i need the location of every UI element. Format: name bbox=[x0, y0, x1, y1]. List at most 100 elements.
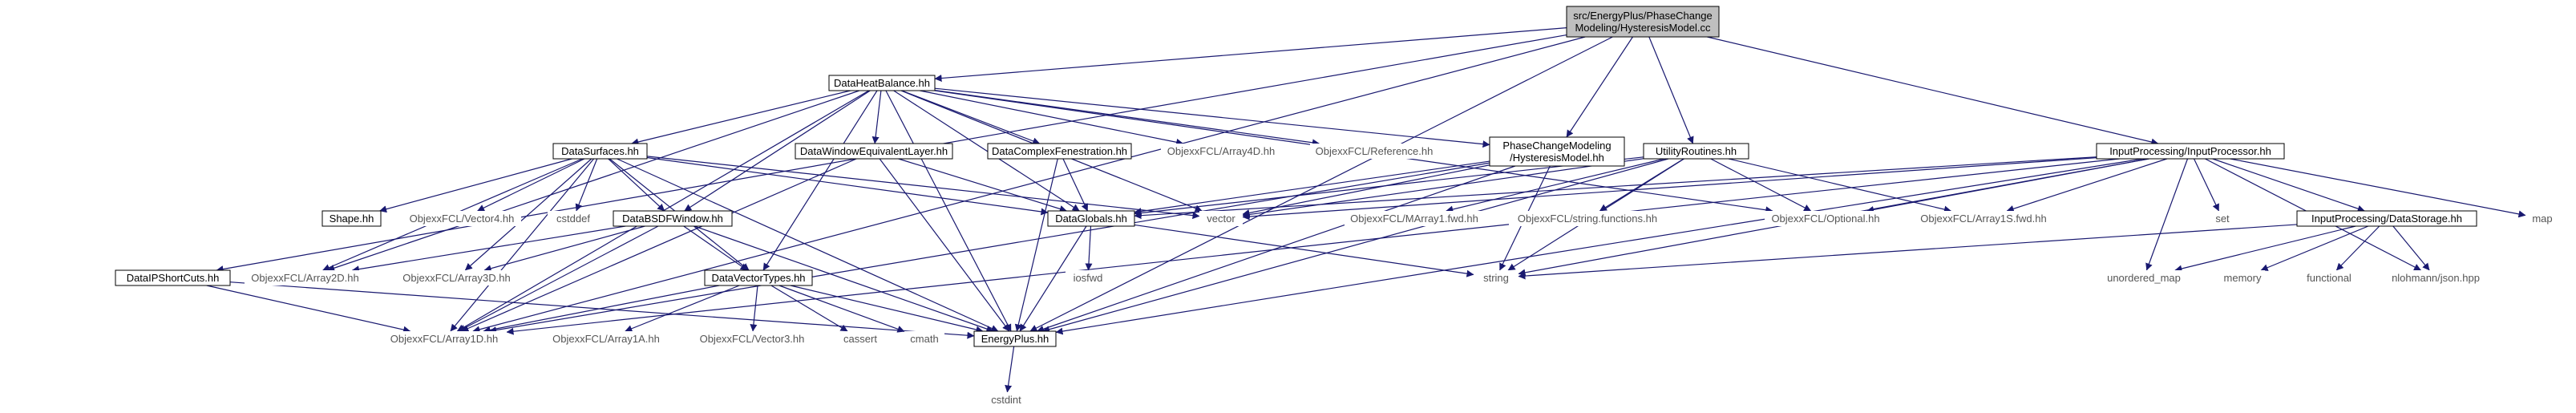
node-label: cstdint bbox=[991, 394, 1021, 406]
node-box bbox=[1643, 143, 1749, 160]
edge-InputProcessor-to-DataStorage bbox=[2212, 158, 2365, 213]
node-iosfwd[interactable]: iosfwd bbox=[1066, 270, 1110, 285]
edge-DataGlobals-to-string bbox=[1134, 224, 1474, 277]
node-DataBSDFWindow[interactable]: DataBSDFWindow.hh bbox=[613, 210, 733, 227]
edge-DataBSDFWindow-to-Array3D bbox=[483, 225, 645, 273]
edge-DataStorage-to-memory bbox=[2260, 225, 2369, 271]
edge-UtilityRoutines-to-Array1Sfwd bbox=[1728, 158, 1951, 213]
node-label: Shape.hh bbox=[330, 213, 374, 225]
node-Vector4[interactable]: ObjexxFCL/Vector4.hh bbox=[402, 211, 521, 226]
edge-InputProcessor-to-DataGlobals bbox=[1134, 156, 2097, 220]
node-cstdint[interactable]: cstdint bbox=[984, 392, 1029, 407]
edge-DataHeatBalance-to-DataWindowEquivalentLayer bbox=[871, 90, 882, 144]
edge-DataHeatBalance-to-DataComplexFenestration bbox=[901, 90, 1041, 145]
node-label: ObjexxFCL/Array1D.hh bbox=[390, 333, 498, 345]
node-box bbox=[2525, 211, 2559, 226]
node-label: DataSurfaces.hh bbox=[561, 145, 639, 157]
node-DataSurfaces[interactable]: DataSurfaces.hh bbox=[552, 143, 648, 160]
edge-DataWindowEquivalentLayer-to-DataGlobals bbox=[898, 158, 1067, 213]
node-functional[interactable]: functional bbox=[2299, 270, 2359, 285]
node-label: InputProcessing/InputProcessor.hh bbox=[2109, 145, 2271, 157]
node-layer: src/EnergyPlus/PhaseChangeModeling/Hyste… bbox=[115, 6, 2559, 407]
node-box bbox=[1509, 211, 1666, 226]
node-box bbox=[1474, 270, 1519, 285]
node-label: src/EnergyPlus/PhaseChange bbox=[1573, 10, 1712, 22]
node-stringfunctions[interactable]: ObjexxFCL/string.functions.hh bbox=[1509, 211, 1666, 226]
node-label: DataGlobals.hh bbox=[1055, 213, 1127, 225]
edge-DataHeatBalance-to-DataSurfaces bbox=[631, 90, 851, 146]
node-box bbox=[1345, 211, 1484, 226]
edge-root-to-DataHeatBalance bbox=[934, 27, 1567, 82]
edge-DataSurfaces-to-EnergyPlus bbox=[617, 158, 999, 332]
node-root[interactable]: src/EnergyPlus/PhaseChangeModeling/Hyste… bbox=[1566, 6, 1720, 38]
node-Reference[interactable]: ObjexxFCL/Reference.hh bbox=[1310, 144, 1438, 159]
node-Shape[interactable]: Shape.hh bbox=[321, 210, 382, 227]
node-label: ObjexxFCL/Reference.hh bbox=[1316, 145, 1434, 157]
node-DataWindowEquivalentLayer[interactable]: DataWindowEquivalentLayer.hh bbox=[795, 143, 953, 160]
edge-DataSurfaces-to-DataBSDFWindow bbox=[608, 158, 665, 212]
node-DataIPShortCuts[interactable]: DataIPShortCuts.hh bbox=[115, 269, 231, 286]
node-string[interactable]: string bbox=[1474, 270, 1519, 285]
node-label: UtilityRoutines.hh bbox=[1656, 145, 1737, 157]
node-box bbox=[838, 331, 883, 346]
node-box bbox=[245, 270, 366, 285]
edge-DataHeatBalance-to-EnergyPlus bbox=[885, 90, 1012, 332]
edge-DataVectorTypes-to-Array1A bbox=[625, 285, 740, 333]
node-Optional[interactable]: ObjexxFCL/Optional.hh bbox=[1765, 211, 1887, 226]
edge-UtilityRoutines-to-vector bbox=[1242, 158, 1644, 218]
node-Array1D[interactable]: ObjexxFCL/Array1D.hh bbox=[382, 331, 507, 346]
edge-DataSurfaces-to-Shape bbox=[379, 158, 572, 213]
node-box bbox=[1765, 211, 1887, 226]
node-box bbox=[321, 210, 382, 227]
node-DataHeatBalance[interactable]: DataHeatBalance.hh bbox=[828, 75, 936, 91]
edge-DataComplexFenestration-to-DataGlobals bbox=[1062, 158, 1089, 212]
node-box bbox=[984, 392, 1029, 407]
node-EnergyPlus[interactable]: EnergyPlus.hh bbox=[973, 330, 1057, 347]
edge-InputProcessor-to-unordered_map bbox=[2145, 158, 2189, 271]
node-cassert[interactable]: cassert bbox=[838, 331, 883, 346]
node-box bbox=[115, 269, 231, 286]
node-DataComplexFenestration[interactable]: DataComplexFenestration.hh bbox=[987, 143, 1132, 160]
edge-DataVectorTypes-to-EnergyPlus bbox=[790, 285, 984, 334]
node-memory[interactable]: memory bbox=[2220, 270, 2265, 285]
node-cstddef[interactable]: cstddef bbox=[548, 211, 599, 226]
edge-DataBSDFWindow-to-DataVectorTypes bbox=[683, 225, 748, 271]
node-label: DataBSDFWindow.hh bbox=[622, 213, 723, 225]
node-label: DataIPShortCuts.hh bbox=[127, 272, 220, 284]
node-MArray1fwd[interactable]: ObjexxFCL/MArray1.fwd.hh bbox=[1345, 211, 1484, 226]
node-DataGlobals[interactable]: DataGlobals.hh bbox=[1047, 210, 1135, 227]
node-box bbox=[2105, 270, 2183, 285]
node-label: ObjexxFCL/Vector3.hh bbox=[700, 333, 805, 345]
node-Array1A[interactable]: ObjexxFCL/Array1A.hh bbox=[548, 331, 665, 346]
node-box bbox=[2387, 270, 2485, 285]
node-DataVectorTypes[interactable]: DataVectorTypes.hh bbox=[704, 269, 813, 286]
node-map[interactable]: map bbox=[2525, 211, 2559, 226]
node-unordered_map[interactable]: unordered_map bbox=[2105, 270, 2183, 285]
node-label: memory bbox=[2224, 272, 2262, 284]
node-Array2D[interactable]: ObjexxFCL/Array2D.hh bbox=[245, 270, 366, 285]
edge-DataGlobals-to-iosfwd bbox=[1085, 225, 1093, 271]
node-vector[interactable]: vector bbox=[1199, 211, 1243, 226]
node-box bbox=[828, 75, 936, 91]
node-UtilityRoutines[interactable]: UtilityRoutines.hh bbox=[1643, 143, 1749, 160]
node-InputProcessor[interactable]: InputProcessing/InputProcessor.hh bbox=[2096, 143, 2285, 160]
node-box bbox=[2220, 270, 2265, 285]
edge-DataHeatBalance-to-HysteresisModel_hh bbox=[934, 87, 1490, 148]
node-Vector3[interactable]: ObjexxFCL/Vector3.hh bbox=[694, 331, 811, 346]
node-DataStorage[interactable]: InputProcessing/DataStorage.hh bbox=[2296, 210, 2477, 227]
node-box bbox=[613, 210, 733, 227]
edge-InputProcessor-to-EnergyPlus bbox=[1055, 158, 2143, 335]
node-json[interactable]: nlohmann/json.hpp bbox=[2387, 270, 2485, 285]
node-Array3D[interactable]: ObjexxFCL/Array3D.hh bbox=[396, 270, 517, 285]
node-Array4D[interactable]: ObjexxFCL/Array4D.hh bbox=[1161, 144, 1281, 159]
edge-HysteresisModel_hh-to-Array1D bbox=[489, 162, 1490, 334]
node-label: map bbox=[2532, 213, 2552, 225]
node-cmath[interactable]: cmath bbox=[904, 331, 944, 346]
node-Array1Sfwd[interactable]: ObjexxFCL/Array1S.fwd.hh bbox=[1913, 211, 2054, 226]
node-box bbox=[1310, 144, 1438, 159]
edge-InputProcessor-to-map bbox=[2230, 158, 2526, 218]
node-set[interactable]: set bbox=[2208, 211, 2237, 226]
node-HysteresisModel_hh[interactable]: PhaseChangeModeling/HysteresisModel.hh bbox=[1489, 136, 1625, 167]
node-box bbox=[1566, 6, 1720, 38]
